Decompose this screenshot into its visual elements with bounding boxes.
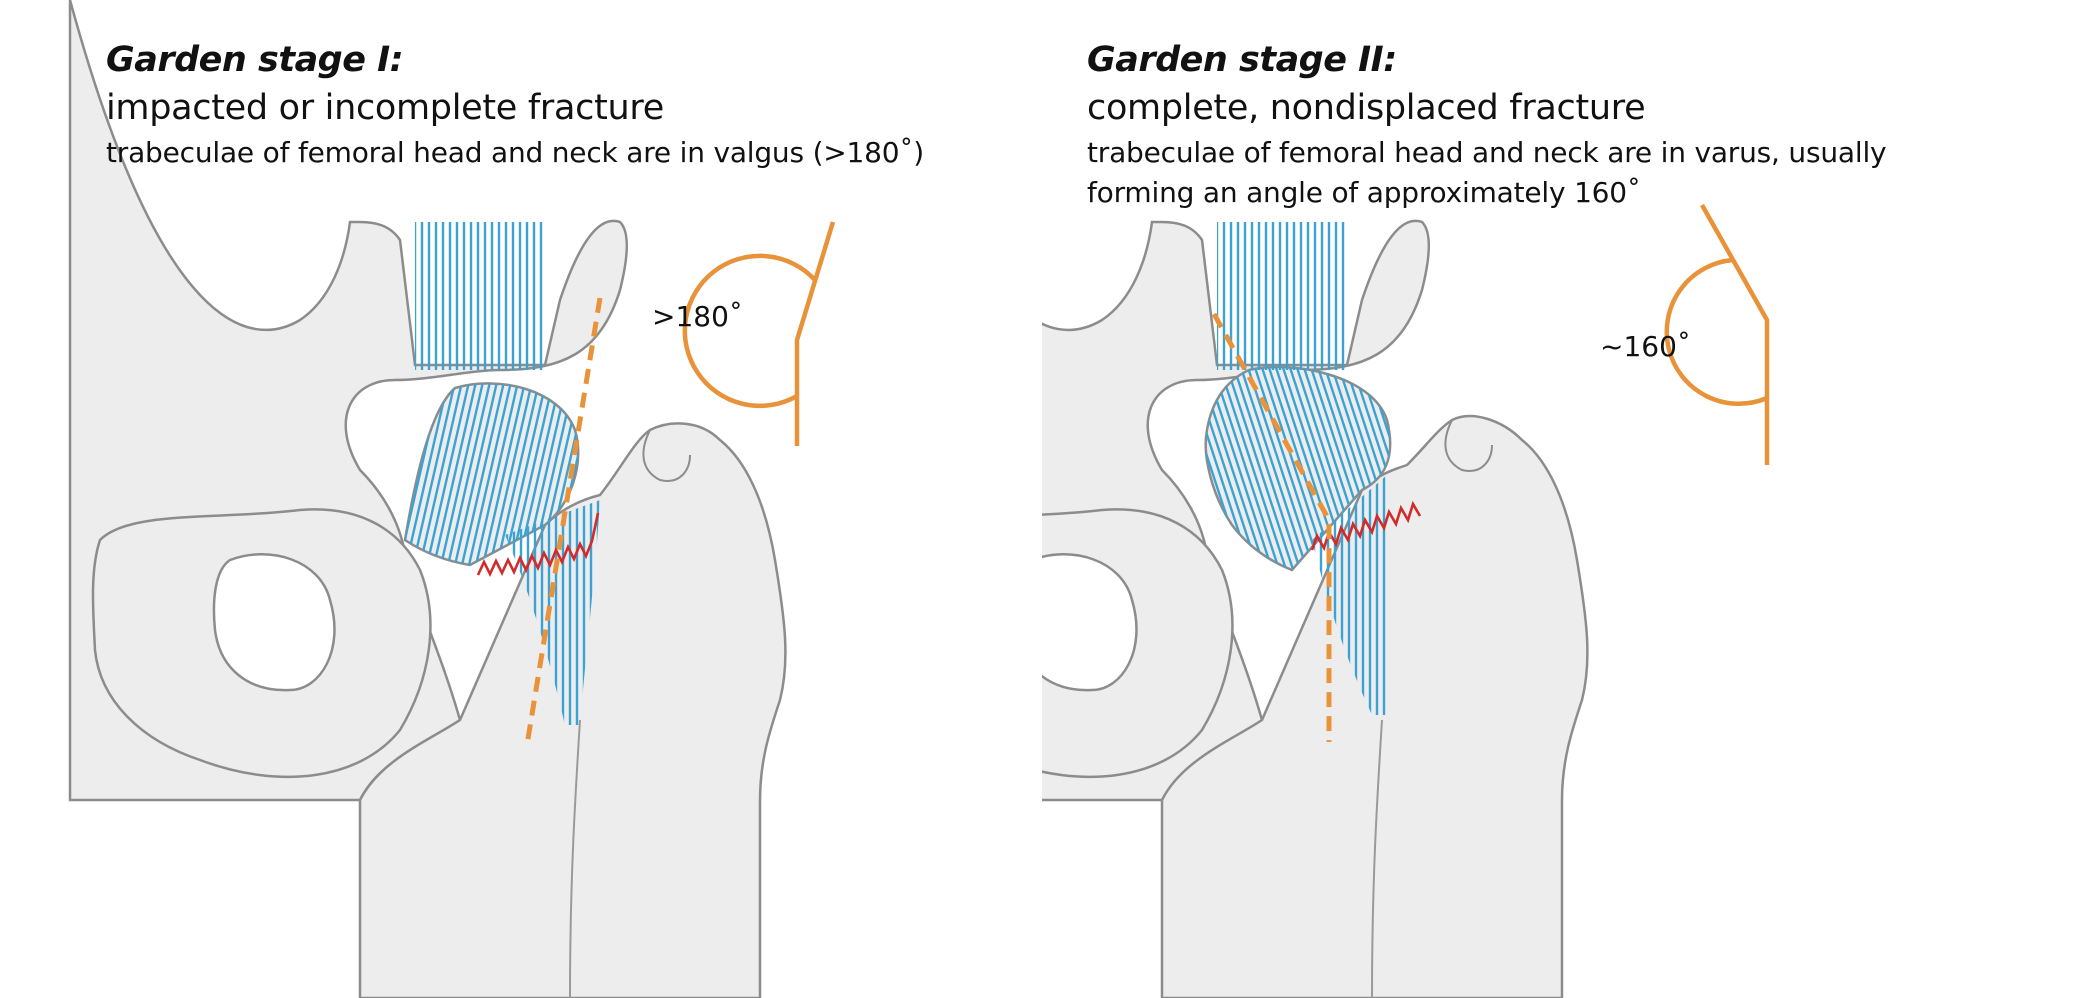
angle-label: >180˚ bbox=[652, 300, 743, 333]
hip-illustration-stage-2 bbox=[1042, 203, 1770, 998]
trabecula-line bbox=[1230, 367, 1319, 570]
trabecula-line bbox=[1223, 367, 1312, 570]
stage-subtitle: complete, nondisplaced fracture bbox=[1087, 88, 1646, 128]
trabecula-line bbox=[1216, 367, 1305, 570]
trabecula-line bbox=[459, 383, 518, 565]
trabecular-axis-dashed bbox=[1211, 312, 1332, 742]
trabecula-line bbox=[438, 383, 497, 565]
trabecula-line bbox=[445, 383, 504, 565]
garden-stage-1-panel: Garden stage I: impacted or incomplete f… bbox=[68, 0, 924, 998]
stage-description: trabeculae of femoral head and neck are … bbox=[106, 136, 924, 169]
stage-description: trabeculae of femoral head and neck are … bbox=[1087, 136, 1887, 209]
stage-title: Garden stage II: bbox=[1087, 40, 1397, 80]
trabecula-line bbox=[1328, 367, 1391, 570]
trabecula-line bbox=[452, 383, 511, 565]
greater-trochanter bbox=[642, 429, 691, 482]
pelvic-trabeculae bbox=[415, 222, 543, 370]
angle-label: ~160˚ bbox=[1600, 330, 1691, 363]
fracture-line bbox=[476, 512, 600, 578]
garden-stage-2-panel: Garden stage II: complete, nondisplaced … bbox=[1042, 0, 2084, 998]
trabecula-line bbox=[466, 383, 525, 565]
trabecular-axis-dashed bbox=[524, 297, 603, 746]
angle-symbol bbox=[1664, 203, 1770, 465]
femur-bone bbox=[1160, 414, 1589, 998]
obturator-foramen bbox=[212, 553, 336, 692]
stage-subtitle: impacted or incomplete fracture bbox=[106, 88, 664, 128]
trabecula-line bbox=[1335, 367, 1391, 570]
hip-illustration-stage-1 bbox=[68, 0, 836, 998]
femur-shaft-line bbox=[1371, 719, 1383, 998]
stage-title: Garden stage I: bbox=[106, 40, 404, 80]
trabecula-line bbox=[1321, 367, 1391, 570]
femur-shaft-line bbox=[569, 719, 581, 998]
angle-symbol bbox=[682, 221, 836, 446]
obturator-foramen bbox=[1042, 553, 1138, 692]
pelvic-trabeculae bbox=[1217, 222, 1345, 370]
femur-bone bbox=[358, 422, 787, 998]
greater-trochanter bbox=[1444, 419, 1493, 472]
